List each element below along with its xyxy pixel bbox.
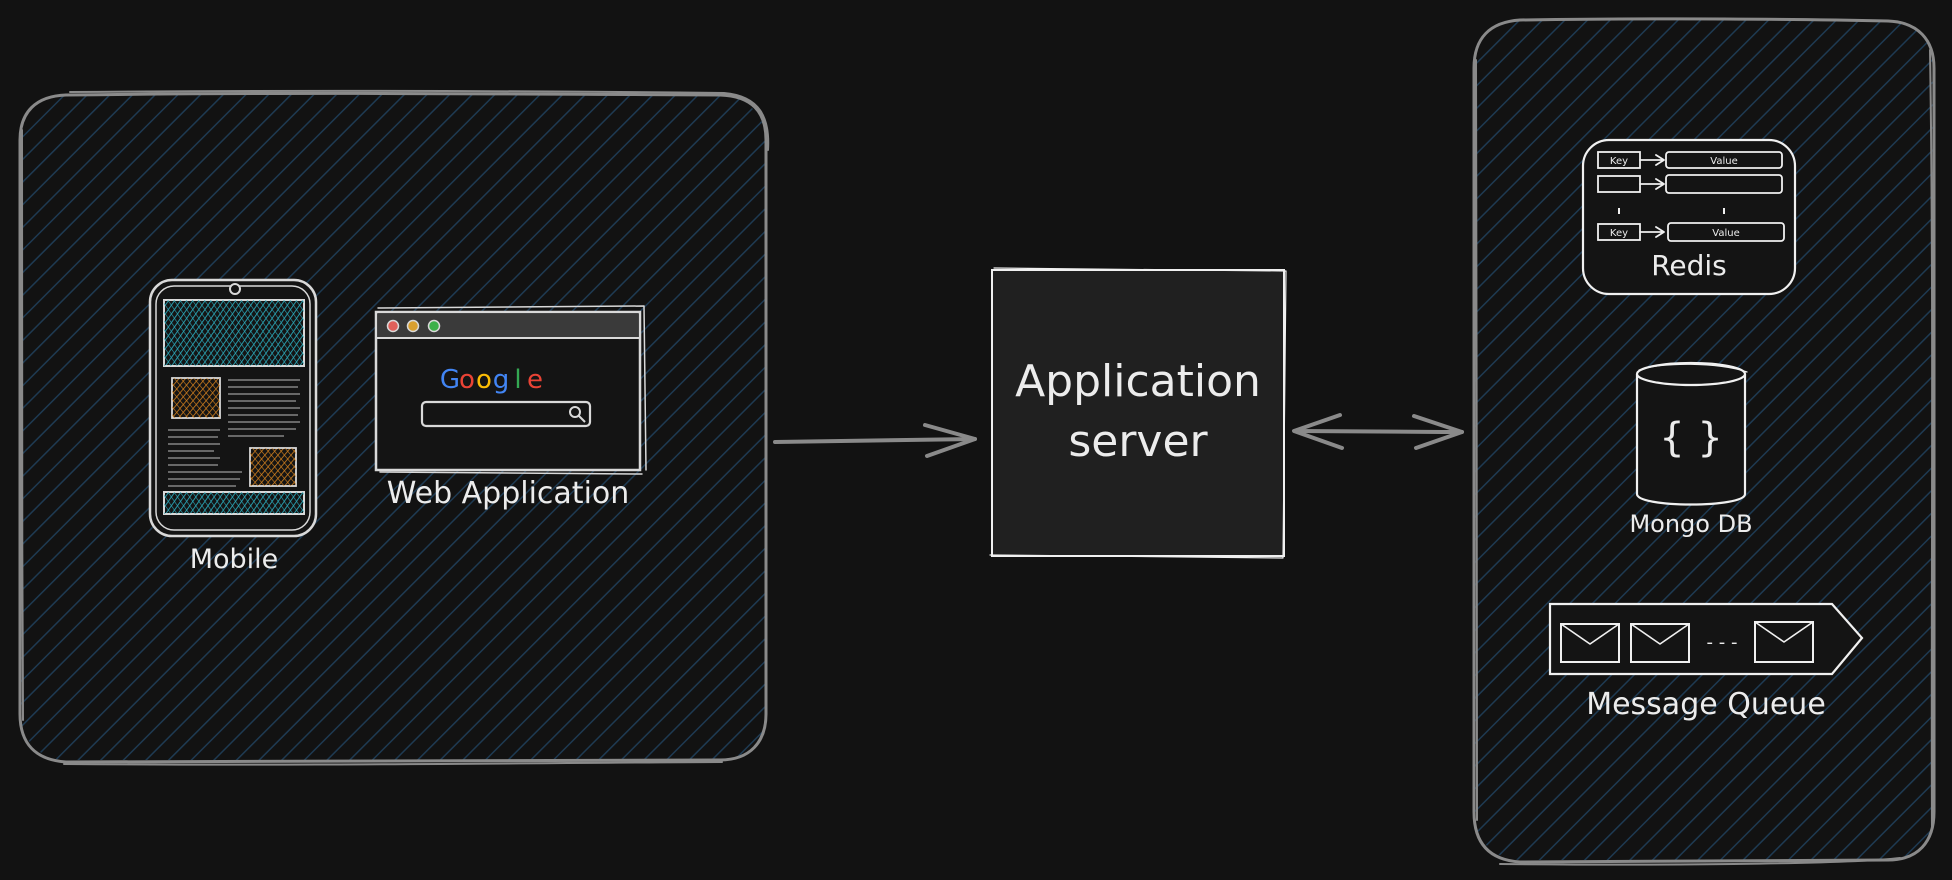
search-logo-letter: o <box>459 365 475 395</box>
browser-close-dot-icon <box>386 319 400 333</box>
browser-minimize-dot-icon <box>406 319 420 333</box>
application-server-box[interactable] <box>989 267 1287 559</box>
server-label-line1: Application <box>1015 356 1261 407</box>
search-logo-letter: G <box>440 365 460 395</box>
mongo-braces-symbol: { } <box>1659 415 1723 461</box>
redis-value-label: Value <box>1710 156 1737 167</box>
mongo-db-label: Mongo DB <box>1629 510 1752 538</box>
envelope-icon <box>1560 623 1620 663</box>
redis-key-label: Key <box>1610 228 1628 239</box>
redis-icon <box>1581 138 1797 296</box>
redis-label: Redis <box>1651 249 1727 282</box>
search-icon <box>569 406 586 423</box>
envelope-icon <box>1630 623 1690 663</box>
search-logo-letter: e <box>527 365 543 395</box>
browser-maximize-dot-icon <box>427 319 441 333</box>
server-backend-bidirectional-arrow <box>1292 413 1464 450</box>
mobile-device-icon <box>148 278 318 538</box>
redis-key-label: Key <box>1610 156 1628 167</box>
web-application-label: Web Application <box>387 476 630 511</box>
redis-value-label: Value <box>1712 228 1739 239</box>
queue-ellipsis: - - - <box>1707 632 1738 653</box>
mobile-label: Mobile <box>190 544 279 575</box>
search-input <box>420 400 592 428</box>
message-queue-label: Message Queue <box>1586 687 1826 722</box>
server-label-line2: server <box>1068 416 1208 467</box>
client-to-server-arrow <box>773 423 977 458</box>
search-logo-letter: o <box>476 365 492 395</box>
message-queue-icon <box>1548 602 1864 676</box>
envelope-icon <box>1754 621 1814 663</box>
search-logo-letter: l <box>514 365 521 395</box>
search-logo-letter: g <box>493 365 510 395</box>
database-cylinder-icon <box>1635 361 1748 506</box>
